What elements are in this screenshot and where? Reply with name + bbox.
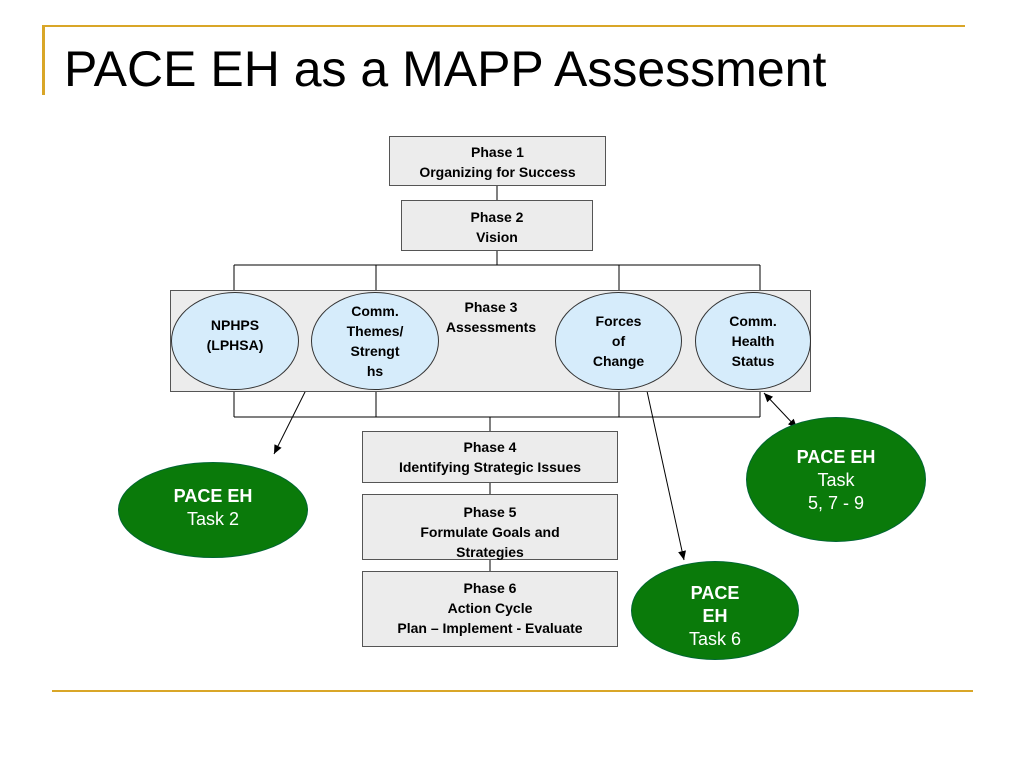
slide-title: PACE EH as a MAPP Assessment	[64, 41, 827, 97]
arrow-forces-task6	[643, 381, 686, 561]
pace-eh-task-579-oval: PACE EH Task 5, 7 - 9	[746, 417, 926, 542]
top-divider	[45, 25, 965, 27]
assessment-oval-forces: Forces of Change	[555, 292, 682, 390]
phase-6-label: Phase 6 Action Cycle Plan – Implement - …	[397, 580, 583, 636]
pace-eh-task-6-task: Task 6	[688, 629, 742, 649]
pace-eh-task-579-task: Task 5, 7 - 9	[807, 470, 865, 513]
assessment-label-health: Comm. Health Status	[729, 313, 777, 369]
phase-2-box: Phase 2 Vision	[401, 200, 593, 251]
phase-1-box: Phase 1 Organizing for Success	[389, 136, 606, 186]
pace-eh-task-2-oval: PACE EH Task 2	[118, 462, 308, 558]
title-accent-bar	[42, 25, 45, 95]
assessment-label-nphps: NPHPS (LPHSA)	[206, 317, 264, 353]
pace-eh-task-579-title: PACE EH	[796, 447, 876, 467]
phase-6-box: Phase 6 Action Cycle Plan – Implement - …	[362, 571, 618, 647]
phase-3-label: Phase 3 Assessments	[445, 299, 537, 335]
pace-eh-task-2-title: PACE EH	[173, 486, 253, 506]
phase-5-label: Phase 5 Formulate Goals and Strategies	[420, 504, 560, 560]
pace-eh-task-6-oval: PACE EH Task 6	[631, 561, 799, 660]
bottom-divider	[52, 690, 973, 692]
assessment-label-themes: Comm. Themes/ Strengt hs	[346, 303, 404, 379]
pace-eh-task-2-task: Task 2	[186, 509, 240, 529]
assessment-oval-nphps: NPHPS (LPHSA)	[171, 292, 299, 390]
assessment-oval-themes: Comm. Themes/ Strengt hs	[311, 292, 439, 390]
phase-5-box: Phase 5 Formulate Goals and Strategies	[362, 494, 618, 560]
assessment-oval-health: Comm. Health Status	[695, 292, 811, 390]
assessment-label-forces: Forces of Change	[592, 313, 645, 369]
phase-2-label: Phase 2 Vision	[470, 209, 524, 245]
phase-4-box: Phase 4 Identifying Strategic Issues	[362, 431, 618, 483]
pace-eh-task-6-title: PACE EH	[690, 583, 740, 626]
phase-4-label: Phase 4 Identifying Strategic Issues	[398, 439, 582, 475]
arrow-health-task579	[763, 392, 798, 429]
phase-1-label: Phase 1 Organizing for Success	[419, 144, 576, 180]
